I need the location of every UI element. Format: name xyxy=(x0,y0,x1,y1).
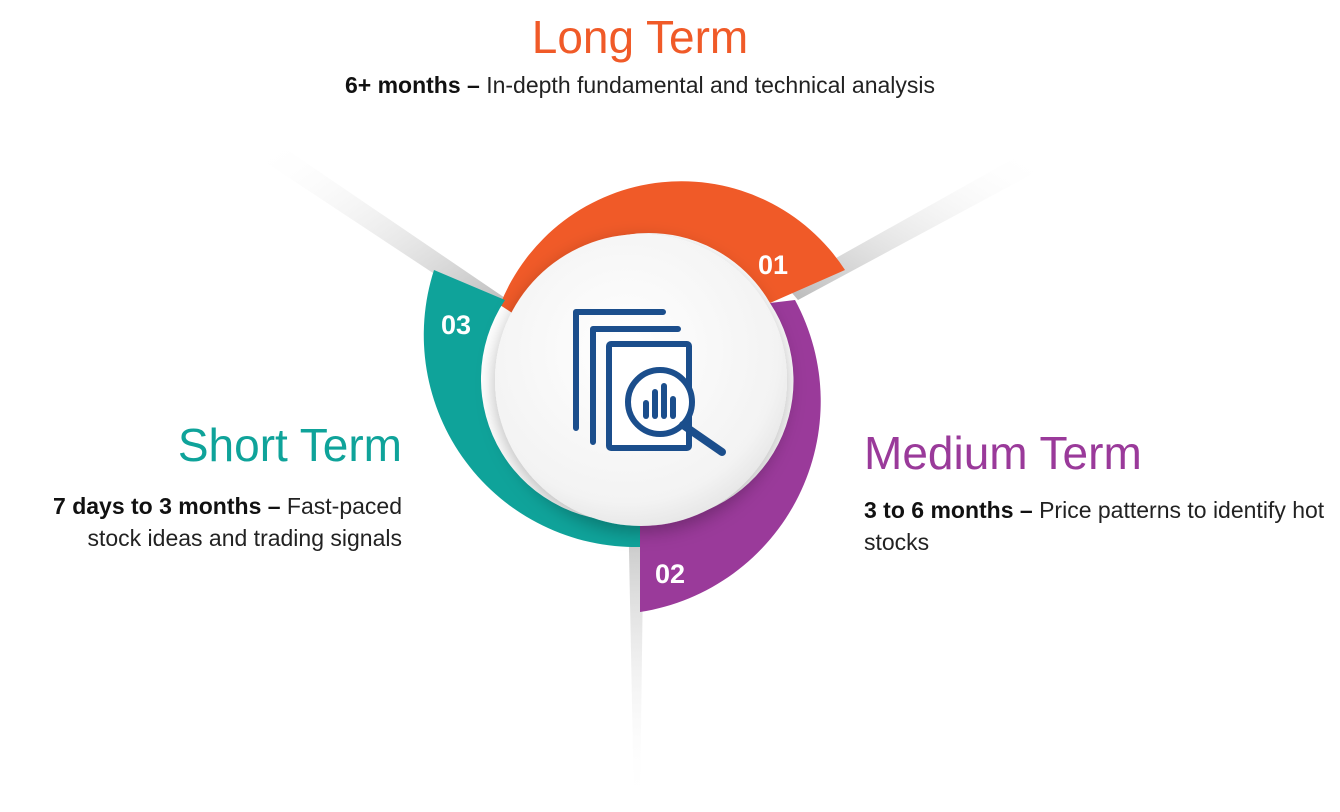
divider-right xyxy=(786,155,1036,300)
medium-term-title: Medium Term xyxy=(864,427,1142,479)
medium-term-description: 3 to 6 months – Price patterns to identi… xyxy=(864,494,1334,558)
segment-short xyxy=(423,270,640,548)
segment-medium xyxy=(640,300,821,612)
segment-number-short: 03 xyxy=(441,310,471,340)
long-term-duration: 6+ months – xyxy=(344,72,480,98)
short-term-title: Short Term xyxy=(177,419,402,471)
long-term-title: Long Term xyxy=(531,11,749,63)
short-term-text: Fast-paced stock ideas and trading signa… xyxy=(87,493,402,551)
medium-term-duration: 3 to 6 months – xyxy=(864,497,1033,523)
long-term-description: 6+ months – In-depth fundamental and tec… xyxy=(330,69,950,101)
short-term-duration: 7 days to 3 months – xyxy=(53,493,281,519)
segment-long xyxy=(500,181,845,318)
long-term-text: In-depth fundamental and technical analy… xyxy=(479,72,936,98)
medium-term-text: Price patterns to identify hot stocks xyxy=(864,497,1325,555)
document-analysis-magnifier-icon xyxy=(573,309,726,456)
divider-left xyxy=(262,145,508,312)
short-term-description: 7 days to 3 months – Fast-paced stock id… xyxy=(0,490,402,554)
segment-number-medium: 02 xyxy=(655,559,685,589)
segment-number-long: 01 xyxy=(758,250,788,280)
